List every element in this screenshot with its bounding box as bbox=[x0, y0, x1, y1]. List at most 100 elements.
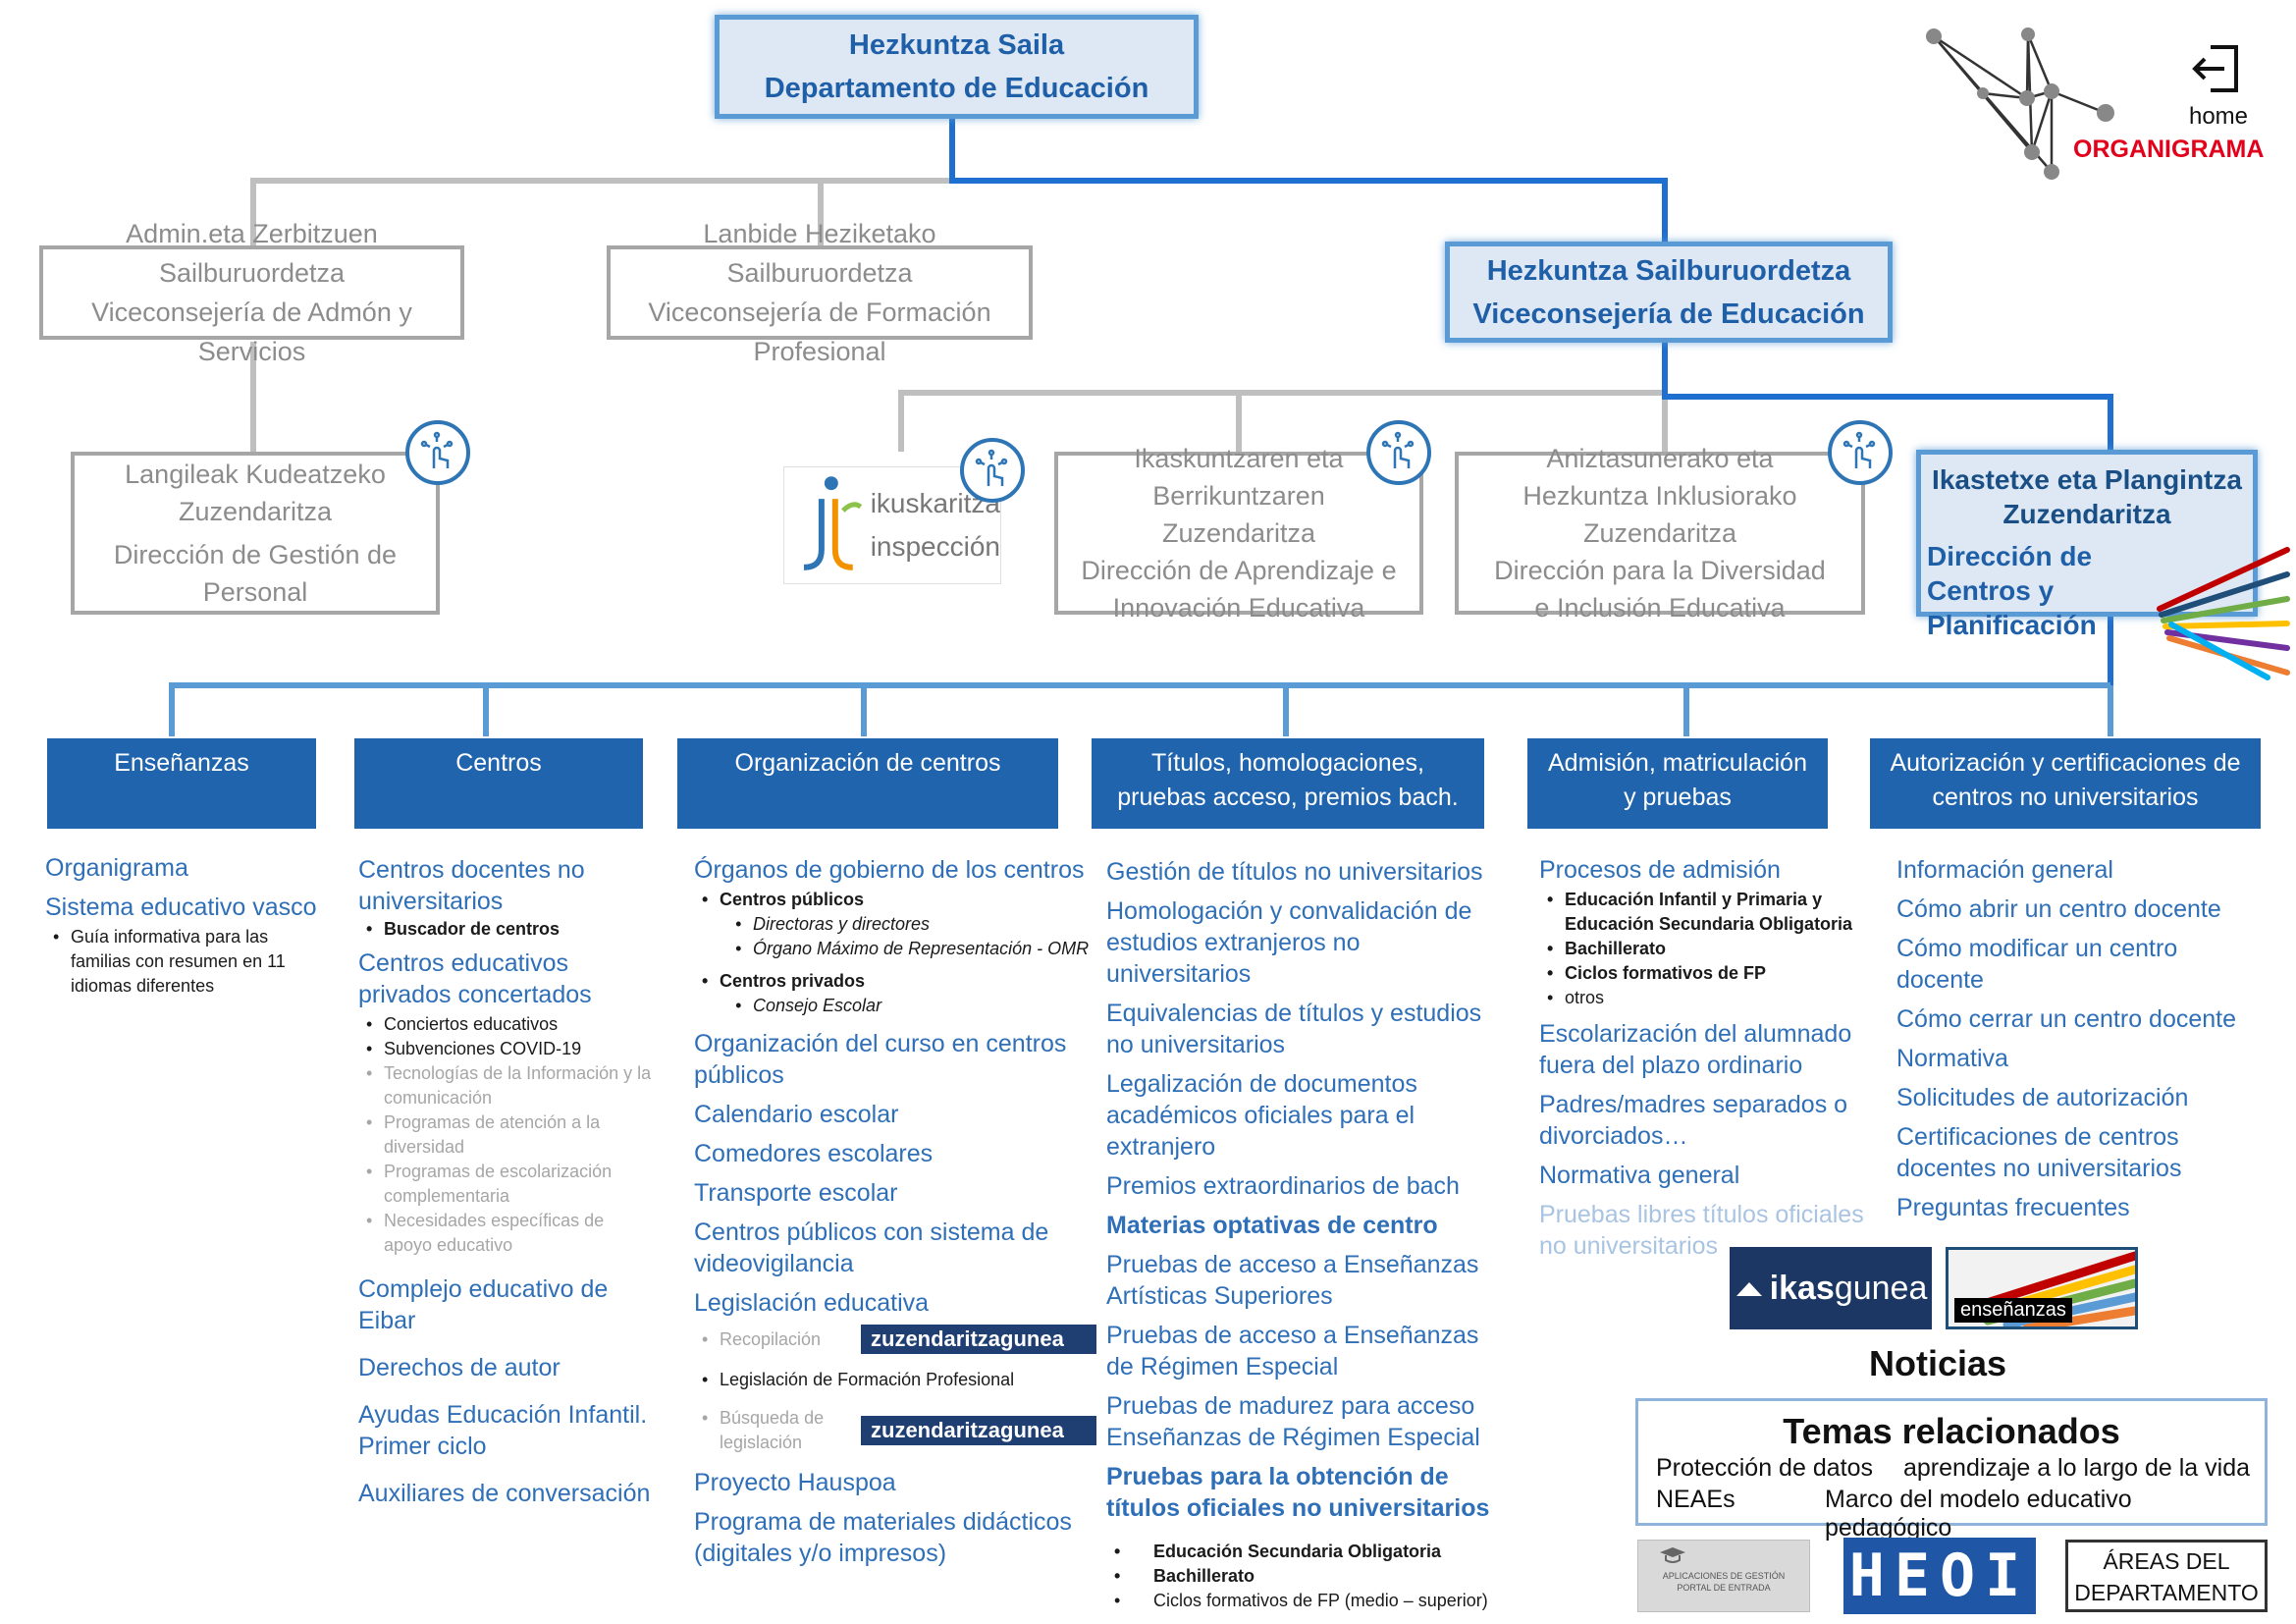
link-pruebas-libres[interactable]: Pruebas libres títulos oficiales no univ… bbox=[1539, 1201, 1864, 1260]
link-preguntas-frecuentes[interactable]: Preguntas frecuentes bbox=[1896, 1194, 2130, 1221]
link-modificar-centro[interactable]: Cómo modificar un centro docente bbox=[1896, 935, 2178, 994]
link-materias-optativas[interactable]: Materias optativas de centro bbox=[1106, 1212, 1438, 1239]
link-sistema-educativo[interactable]: Sistema educativo vasco bbox=[45, 893, 317, 921]
direction-personal-eu: Langileak Kudeatzeko Zuzendaritza bbox=[125, 460, 386, 526]
header-titulos[interactable]: Títulos, homologaciones, pruebas acceso,… bbox=[1092, 738, 1484, 829]
direction-learning-box[interactable]: Ikaskuntzaren eta Berrikuntzaren Zuzenda… bbox=[1054, 444, 1423, 623]
touch-icon[interactable] bbox=[960, 438, 1025, 503]
portal-entrada-logo[interactable]: APLICACIONES DE GESTIÓN PORTAL DE ENTRAD… bbox=[1637, 1540, 1810, 1612]
ensenanzas-tile[interactable]: enseñanzas bbox=[1946, 1247, 2138, 1329]
direction-personal-box[interactable]: Langileak Kudeatzeko Zuzendaritza Direcc… bbox=[71, 452, 440, 615]
sub-guia-informativa[interactable]: Guía informativa para las familias con r… bbox=[45, 925, 320, 999]
link-normativa[interactable]: Normativa bbox=[1896, 1045, 2008, 1072]
organigrama-title: ORGANIGRAMA bbox=[2073, 135, 2265, 163]
vice-admin-box[interactable]: Admin.eta Zerbitzuen Sailburuordetza Vic… bbox=[39, 219, 464, 366]
sub-escolarizacion-complementaria[interactable]: Programas de escolarización complementar… bbox=[358, 1160, 653, 1209]
direction-diversity-box[interactable]: Aniztasunerako eta Hezkuntza Inklusiorak… bbox=[1455, 444, 1865, 623]
heoi-logo[interactable]: HEOI bbox=[1843, 1538, 2036, 1614]
department-box[interactable]: Hezkuntza Saila Departamento de Educació… bbox=[715, 15, 1199, 119]
header-centros[interactable]: Centros bbox=[354, 738, 643, 829]
column-organizacion: Órganos de gobierno de los centros Centr… bbox=[694, 854, 1096, 1577]
sub-admision-fp[interactable]: Ciclos formativos de FP bbox=[1539, 961, 1873, 986]
header-ensenanzas[interactable]: Enseñanzas bbox=[47, 738, 316, 829]
link-pruebas-artisticas[interactable]: Pruebas de acceso a Enseñanzas Artística… bbox=[1106, 1251, 1479, 1310]
link-comedores[interactable]: Comedores escolares bbox=[694, 1140, 934, 1167]
link-homologacion[interactable]: Homologación y convalidación de estudios… bbox=[1106, 897, 1472, 988]
zuzendaritzagunea-logo[interactable]: zuzendaritzagunea bbox=[861, 1416, 1096, 1445]
link-pruebas-titulos-oficiales[interactable]: Pruebas para la obtención de títulos ofi… bbox=[1106, 1463, 1490, 1522]
link-materiales-didacticos[interactable]: Programa de materiales didácticos (digit… bbox=[694, 1508, 1072, 1567]
ikasgunea-word-a: ikas bbox=[1769, 1269, 1835, 1307]
sub-consejo-escolar[interactable]: Consejo Escolar bbox=[694, 994, 1096, 1018]
sub-centros-publicos[interactable]: Centros públicos bbox=[694, 888, 1096, 912]
link-pruebas-regimen-especial[interactable]: Pruebas de acceso a Enseñanzas de Régime… bbox=[1106, 1322, 1479, 1380]
areas-departamento-button[interactable]: ÁREAS DEL DEPARTAMENTO bbox=[2065, 1540, 2268, 1612]
sub-bachillerato[interactable]: Bachillerato bbox=[1106, 1564, 1499, 1589]
home-button[interactable]: home bbox=[2179, 39, 2258, 131]
link-premios-extraordinarios[interactable]: Premios extraordinarios de bach bbox=[1106, 1172, 1460, 1200]
noticias-link[interactable]: Noticias bbox=[1869, 1343, 2007, 1383]
link-organos-gobierno[interactable]: Órganos de gobierno de los centros bbox=[694, 856, 1085, 884]
zuzendaritzagunea-logo[interactable]: zuzendaritzagunea bbox=[861, 1325, 1096, 1354]
sub-conciertos[interactable]: Conciertos educativos bbox=[358, 1012, 653, 1037]
tema-marco-modelo[interactable]: Marco del modelo educativo pedagógico bbox=[1825, 1486, 2132, 1542]
sub-directoras[interactable]: Directoras y directores bbox=[694, 912, 1096, 937]
link-normativa-general[interactable]: Normativa general bbox=[1539, 1162, 1740, 1189]
link-legalizacion[interactable]: Legalización de documentos académicos of… bbox=[1106, 1070, 1417, 1161]
link-pruebas-madurez[interactable]: Pruebas de madurez para acceso Enseñanza… bbox=[1106, 1392, 1480, 1451]
sub-atencion-diversidad[interactable]: Programas de atención a la diversidad bbox=[358, 1110, 653, 1160]
link-centros-docentes[interactable]: Centros docentes no universitarios bbox=[358, 856, 585, 915]
link-equivalencias[interactable]: Equivalencias de títulos y estudios no u… bbox=[1106, 1000, 1482, 1058]
link-videovigilancia[interactable]: Centros públicos con sistema de videovig… bbox=[694, 1218, 1049, 1277]
link-complejo-eibar[interactable]: Complejo educativo de Eibar bbox=[358, 1275, 609, 1334]
touch-icon[interactable] bbox=[1366, 420, 1431, 485]
link-procesos-admision[interactable]: Procesos de admisión bbox=[1539, 856, 1781, 884]
header-organizacion[interactable]: Organización de centros bbox=[677, 738, 1058, 829]
vice-fp-box[interactable]: Lanbide Heziketako Sailburuordetza Vicec… bbox=[607, 219, 1033, 366]
link-organizacion-curso[interactable]: Organización del curso en centros públic… bbox=[694, 1030, 1067, 1089]
sub-omr[interactable]: Órgano Máximo de Representación - OMR bbox=[694, 937, 1096, 961]
sub-necesidades-especificas[interactable]: Necesidades específicas de apoyo educati… bbox=[358, 1209, 653, 1258]
sub-admision-bachillerato[interactable]: Bachillerato bbox=[1539, 937, 1873, 961]
link-solicitudes-autorizacion[interactable]: Solicitudes de autorización bbox=[1896, 1084, 2189, 1111]
link-derechos-autor[interactable]: Derechos de autor bbox=[358, 1354, 561, 1381]
link-escolarizacion-fuera-plazo[interactable]: Escolarización del alumnado fuera del pl… bbox=[1539, 1020, 1852, 1079]
tema-neaes[interactable]: NEAEs bbox=[1656, 1486, 1735, 1513]
tema-proteccion-datos[interactable]: Protección de datos bbox=[1656, 1454, 1873, 1482]
link-organigrama[interactable]: Organigrama bbox=[45, 854, 188, 882]
link-abrir-centro[interactable]: Cómo abrir un centro docente bbox=[1896, 895, 2221, 923]
sub-buscador-centros[interactable]: Buscador de centros bbox=[358, 917, 653, 942]
sub-subvenciones[interactable]: Subvenciones COVID-19 bbox=[358, 1037, 653, 1061]
link-padres-separados[interactable]: Padres/madres separados o divorciados… bbox=[1539, 1091, 1848, 1150]
link-cerrar-centro[interactable]: Cómo cerrar un centro docente bbox=[1896, 1005, 2237, 1033]
link-auxiliares-conversacion[interactable]: Auxiliares de conversación bbox=[358, 1480, 651, 1507]
link-gestion-titulos[interactable]: Gestión de títulos no universitarios bbox=[1106, 858, 1483, 886]
grey-connectors bbox=[250, 178, 1668, 452]
sub-infantil-primaria-eso[interactable]: Educación Infantil y Primaria y Educació… bbox=[1539, 888, 1873, 937]
link-legislacion[interactable]: Legislación educativa bbox=[694, 1289, 930, 1317]
link-calendario[interactable]: Calendario escolar bbox=[694, 1101, 899, 1128]
tema-aprendizaje[interactable]: aprendizaje a lo largo de la vida bbox=[1903, 1454, 2251, 1482]
link-certificaciones[interactable]: Certificaciones de centros docentes no u… bbox=[1896, 1123, 2182, 1182]
link-informacion-general[interactable]: Información general bbox=[1896, 856, 2113, 884]
sub-legislacion-fp[interactable]: Legislación de Formación Profesional bbox=[694, 1368, 1096, 1392]
touch-icon[interactable] bbox=[405, 420, 470, 485]
link-proyecto-hauspoa[interactable]: Proyecto Hauspoa bbox=[694, 1469, 896, 1496]
vice-education-box[interactable]: Hezkuntza Sailburuordetza Viceconsejería… bbox=[1445, 242, 1893, 343]
header-autorizacion[interactable]: Autorización y certificaciones de centro… bbox=[1870, 738, 2261, 829]
sub-otros[interactable]: otros bbox=[1539, 986, 1873, 1010]
sub-busqueda-legislacion[interactable]: Búsqueda de legislación bbox=[694, 1406, 828, 1455]
sub-centros-privados[interactable]: Centros privados bbox=[694, 969, 1096, 994]
vice-admin-es: Viceconsejería de Admón y Servicios bbox=[91, 298, 412, 366]
sub-recopilacion[interactable]: Recopilación bbox=[694, 1327, 821, 1352]
link-centros-concertados[interactable]: Centros educativos privados concertados bbox=[358, 949, 592, 1008]
sub-eso[interactable]: Educación Secundaria Obligatoria bbox=[1106, 1540, 1499, 1564]
touch-icon[interactable] bbox=[1828, 420, 1893, 485]
link-ayudas-infantil[interactable]: Ayudas Educación Infantil. Primer ciclo bbox=[358, 1401, 648, 1460]
sub-ciclos-fp[interactable]: Ciclos formativos de FP (medio – superio… bbox=[1106, 1589, 1499, 1613]
sub-tecnologias[interactable]: Tecnologías de la Información y la comun… bbox=[358, 1061, 653, 1110]
header-admision[interactable]: Admisión, matriculación y pruebas bbox=[1527, 738, 1828, 829]
link-transporte[interactable]: Transporte escolar bbox=[694, 1179, 898, 1207]
